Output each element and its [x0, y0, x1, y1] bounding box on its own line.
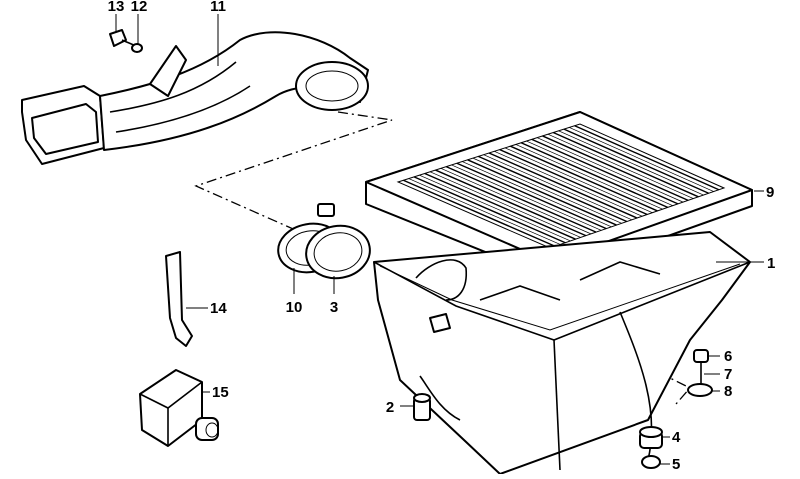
callout-3: 3	[330, 299, 338, 316]
filter-pleat	[569, 127, 714, 192]
sensor-part-15	[139, 369, 219, 447]
spacer-part-5	[641, 455, 661, 469]
callout-13: 13	[108, 0, 125, 15]
filter-pleat	[499, 148, 648, 216]
callout-7: 7	[724, 366, 732, 383]
filter-pleat	[403, 179, 556, 247]
air-filter-housing	[373, 231, 751, 475]
grommet-part-4	[639, 426, 663, 449]
rubber-mount-part-8	[687, 383, 713, 397]
filter-pleat	[451, 164, 602, 231]
filter-pleat	[510, 145, 658, 212]
leader-lines	[115, 14, 764, 465]
assembly-line-mount	[639, 373, 692, 405]
filter-pleat	[547, 133, 694, 199]
filter-pleat	[462, 161, 612, 228]
bolt-part-6	[693, 349, 709, 363]
filter-pleat	[472, 157, 622, 224]
callout-11: 11	[210, 0, 226, 15]
filter-pleat	[424, 172, 576, 240]
callout-5: 5	[672, 456, 680, 473]
callout-4: 4	[672, 429, 681, 446]
filter-pleat	[531, 138, 679, 205]
assembly-line-hose	[194, 111, 393, 233]
filter-pleat	[456, 162, 607, 230]
filter-pleat	[537, 137, 684, 203]
filter-pleat	[419, 174, 571, 242]
screw-part-13	[109, 29, 137, 47]
filter-pleat	[435, 169, 587, 237]
filter-pleat	[483, 154, 633, 221]
filter-pleat	[429, 171, 581, 238]
callout-12: 12	[131, 0, 148, 15]
filter-pleat	[478, 155, 628, 223]
intake-hose	[21, 31, 369, 165]
callout-15: 15	[212, 384, 229, 401]
filter-pleat	[515, 144, 663, 210]
callout-9: 9	[766, 184, 774, 201]
callout-10: 10	[286, 299, 303, 316]
sleeve-ring	[305, 224, 371, 280]
washer-part-12	[131, 43, 143, 53]
filter-pleat	[574, 125, 720, 191]
filter-pleat	[494, 150, 643, 217]
callout-6: 6	[724, 348, 732, 365]
callout-2: 2	[386, 399, 394, 416]
filter-pleat	[552, 131, 699, 198]
retaining-clip	[165, 251, 193, 347]
filter-pleat	[542, 135, 689, 201]
filter-pleat	[488, 152, 638, 219]
filter-pleat	[526, 140, 673, 206]
callout-8: 8	[724, 383, 732, 400]
filter-pleat	[445, 166, 597, 233]
callout-14: 14	[210, 300, 227, 317]
filter-pleat	[520, 142, 668, 209]
drain-valve	[413, 393, 431, 421]
filter-pleat	[440, 168, 592, 235]
filter-pleat	[408, 178, 561, 245]
filter-pleat	[504, 147, 653, 214]
filter-pleat	[413, 176, 566, 244]
filter-pleat	[563, 128, 709, 194]
filter-pleat	[558, 130, 704, 196]
filter-pleats	[403, 125, 720, 247]
callout-1: 1	[767, 255, 775, 272]
filter-pleat	[467, 159, 617, 226]
